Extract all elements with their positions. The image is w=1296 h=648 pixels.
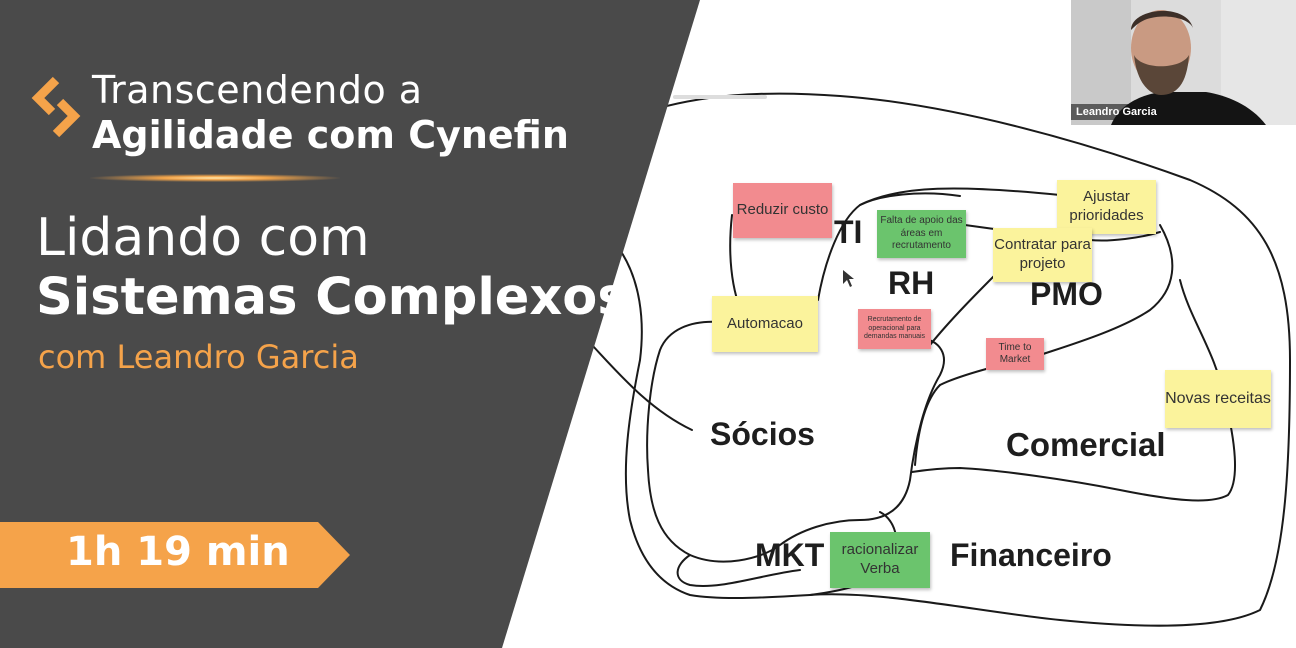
duration-badge bbox=[0, 522, 350, 588]
note-text: racionalizar Verba bbox=[841, 541, 919, 577]
sticky-note-reduzir-custo[interactable]: Reduzir custo bbox=[733, 183, 832, 238]
series-title-line2: Agilidade com Cynefin bbox=[92, 113, 569, 157]
sticky-note-time-to-market[interactable]: Time to Market bbox=[986, 338, 1044, 370]
presenter-avatar bbox=[1071, 0, 1296, 125]
comercial-inner bbox=[914, 384, 941, 466]
decorative-glow-divider bbox=[90, 174, 340, 182]
note-text: Recrutamento de operacional para demanda… bbox=[863, 315, 926, 341]
sticky-note-recrutamento-operacional[interactable]: Recrutamento de operacional para demanda… bbox=[858, 309, 931, 349]
duration-label: 1h 19 min bbox=[66, 529, 290, 575]
label-pmo: PMO bbox=[1030, 276, 1103, 312]
label-financeiro: Financeiro bbox=[950, 537, 1112, 573]
note-text: Ajustar prioridades bbox=[1069, 188, 1144, 224]
label-mkt: MKT bbox=[755, 537, 825, 573]
participant-name-label: Leandro Garcia bbox=[1071, 104, 1162, 120]
note-text: Time to Market bbox=[998, 341, 1032, 366]
author-label: com Leandro Garcia bbox=[38, 338, 359, 376]
sticky-note-falta-apoio[interactable]: Falta de apoio das áreas em recrutamento bbox=[877, 210, 966, 258]
label-ti: TI bbox=[834, 214, 863, 250]
label-rh: RH bbox=[888, 265, 935, 301]
label-socios: Sócios bbox=[710, 416, 815, 452]
sticky-note-automacao[interactable]: Automacao bbox=[712, 296, 818, 352]
series-title-line1: Transcendendo a bbox=[92, 68, 423, 112]
sticky-note-novas-receitas[interactable]: Novas receitas bbox=[1165, 370, 1271, 428]
talk-title-line1: Lidando com bbox=[36, 208, 370, 268]
note-text: Automacao bbox=[727, 314, 803, 332]
note-text: Novas receitas bbox=[1165, 390, 1271, 407]
cursor-icon bbox=[843, 270, 854, 287]
sticky-note-racionalizar-verba[interactable]: racionalizar Verba bbox=[830, 532, 930, 588]
top-arc bbox=[859, 187, 1061, 206]
brand-logo-icon bbox=[31, 76, 81, 138]
sticky-note-ajustar-prioridades[interactable]: Ajustar prioridades bbox=[1057, 180, 1156, 234]
sticky-note-contratar-projeto[interactable]: Contratar para projeto bbox=[993, 228, 1092, 282]
label-comercial: Comercial bbox=[1006, 426, 1166, 463]
note-text: Contratar para projeto bbox=[994, 236, 1091, 272]
note-text: Reduzir custo bbox=[736, 201, 829, 219]
note-text: Falta de apoio das áreas em recrutamento bbox=[880, 215, 963, 252]
pmo-right bbox=[939, 224, 1174, 386]
talk-title-line2: Sistemas Complexos bbox=[36, 268, 628, 327]
